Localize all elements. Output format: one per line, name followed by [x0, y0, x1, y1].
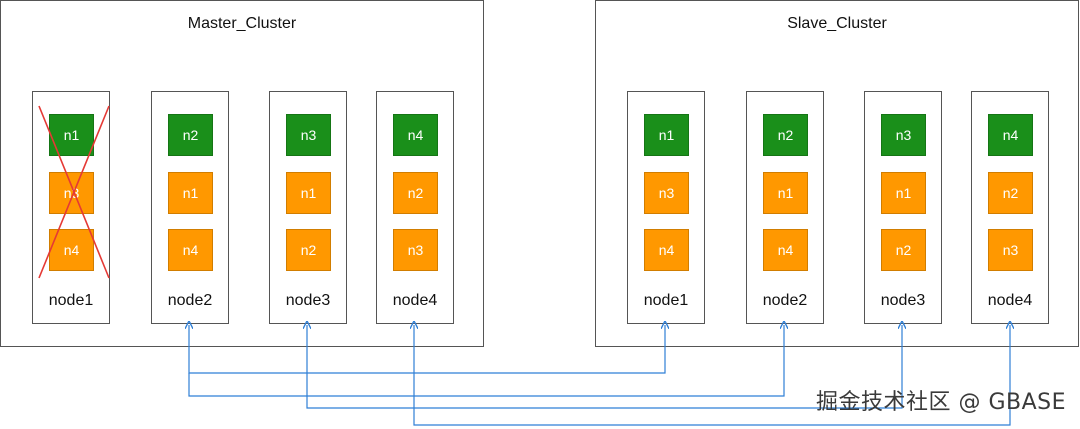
node-label: node3: [285, 292, 331, 309]
replication-link: [189, 325, 665, 374]
slave-node1: n1 n3 n4 node1: [627, 91, 705, 324]
primary-shard: n1: [644, 114, 689, 156]
replica-shard: n2: [988, 172, 1033, 214]
primary-shard: n2: [763, 114, 808, 156]
replica-shard: n3: [988, 229, 1033, 271]
replica-shard: n3: [644, 172, 689, 214]
replica-shard: n1: [881, 172, 926, 214]
slave-cluster-title: Slave_Cluster: [787, 15, 887, 32]
replication-link: [414, 325, 1010, 426]
replica-shard: n1: [763, 172, 808, 214]
primary-shard: n3: [881, 114, 926, 156]
primary-shard: n2: [168, 114, 213, 156]
replication-link: [307, 325, 902, 409]
node-label: node2: [167, 292, 213, 309]
master-cluster: Master_Cluster n1 n3 n4 node1 n2 n1 n4 n…: [0, 0, 484, 347]
slave-node4: n4 n2 n3 node4: [971, 91, 1049, 324]
replica-shard: n4: [168, 229, 213, 271]
master-node2: n2 n1 n4 node2: [151, 91, 229, 324]
primary-shard: n4: [988, 114, 1033, 156]
node-label: node1: [643, 292, 689, 309]
slave-node3: n3 n1 n2 node3: [864, 91, 942, 324]
node-label: node3: [880, 292, 926, 309]
replication-link: [188, 325, 784, 397]
replica-shard: n3: [393, 229, 438, 271]
replica-shard: n1: [168, 172, 213, 214]
replica-shard: n2: [881, 229, 926, 271]
replica-shard: n4: [763, 229, 808, 271]
master-node4: n4 n2 n3 node4: [376, 91, 454, 324]
master-node1: n1 n3 n4 node1: [32, 91, 110, 324]
node-label: node1: [48, 292, 94, 309]
replica-shard: n2: [286, 229, 331, 271]
node-label: node2: [762, 292, 808, 309]
watermark: 掘金技术社区 @ GBASE: [815, 390, 1066, 415]
node-label: node4: [987, 292, 1033, 309]
master-cluster-title: Master_Cluster: [187, 15, 297, 32]
replica-shard: n2: [393, 172, 438, 214]
master-node3: n3 n1 n2 node3: [269, 91, 347, 324]
replica-shard: n1: [286, 172, 331, 214]
replica-shard: n4: [644, 229, 689, 271]
primary-shard: n4: [393, 114, 438, 156]
node-label: node4: [392, 292, 438, 309]
primary-shard: n3: [286, 114, 331, 156]
